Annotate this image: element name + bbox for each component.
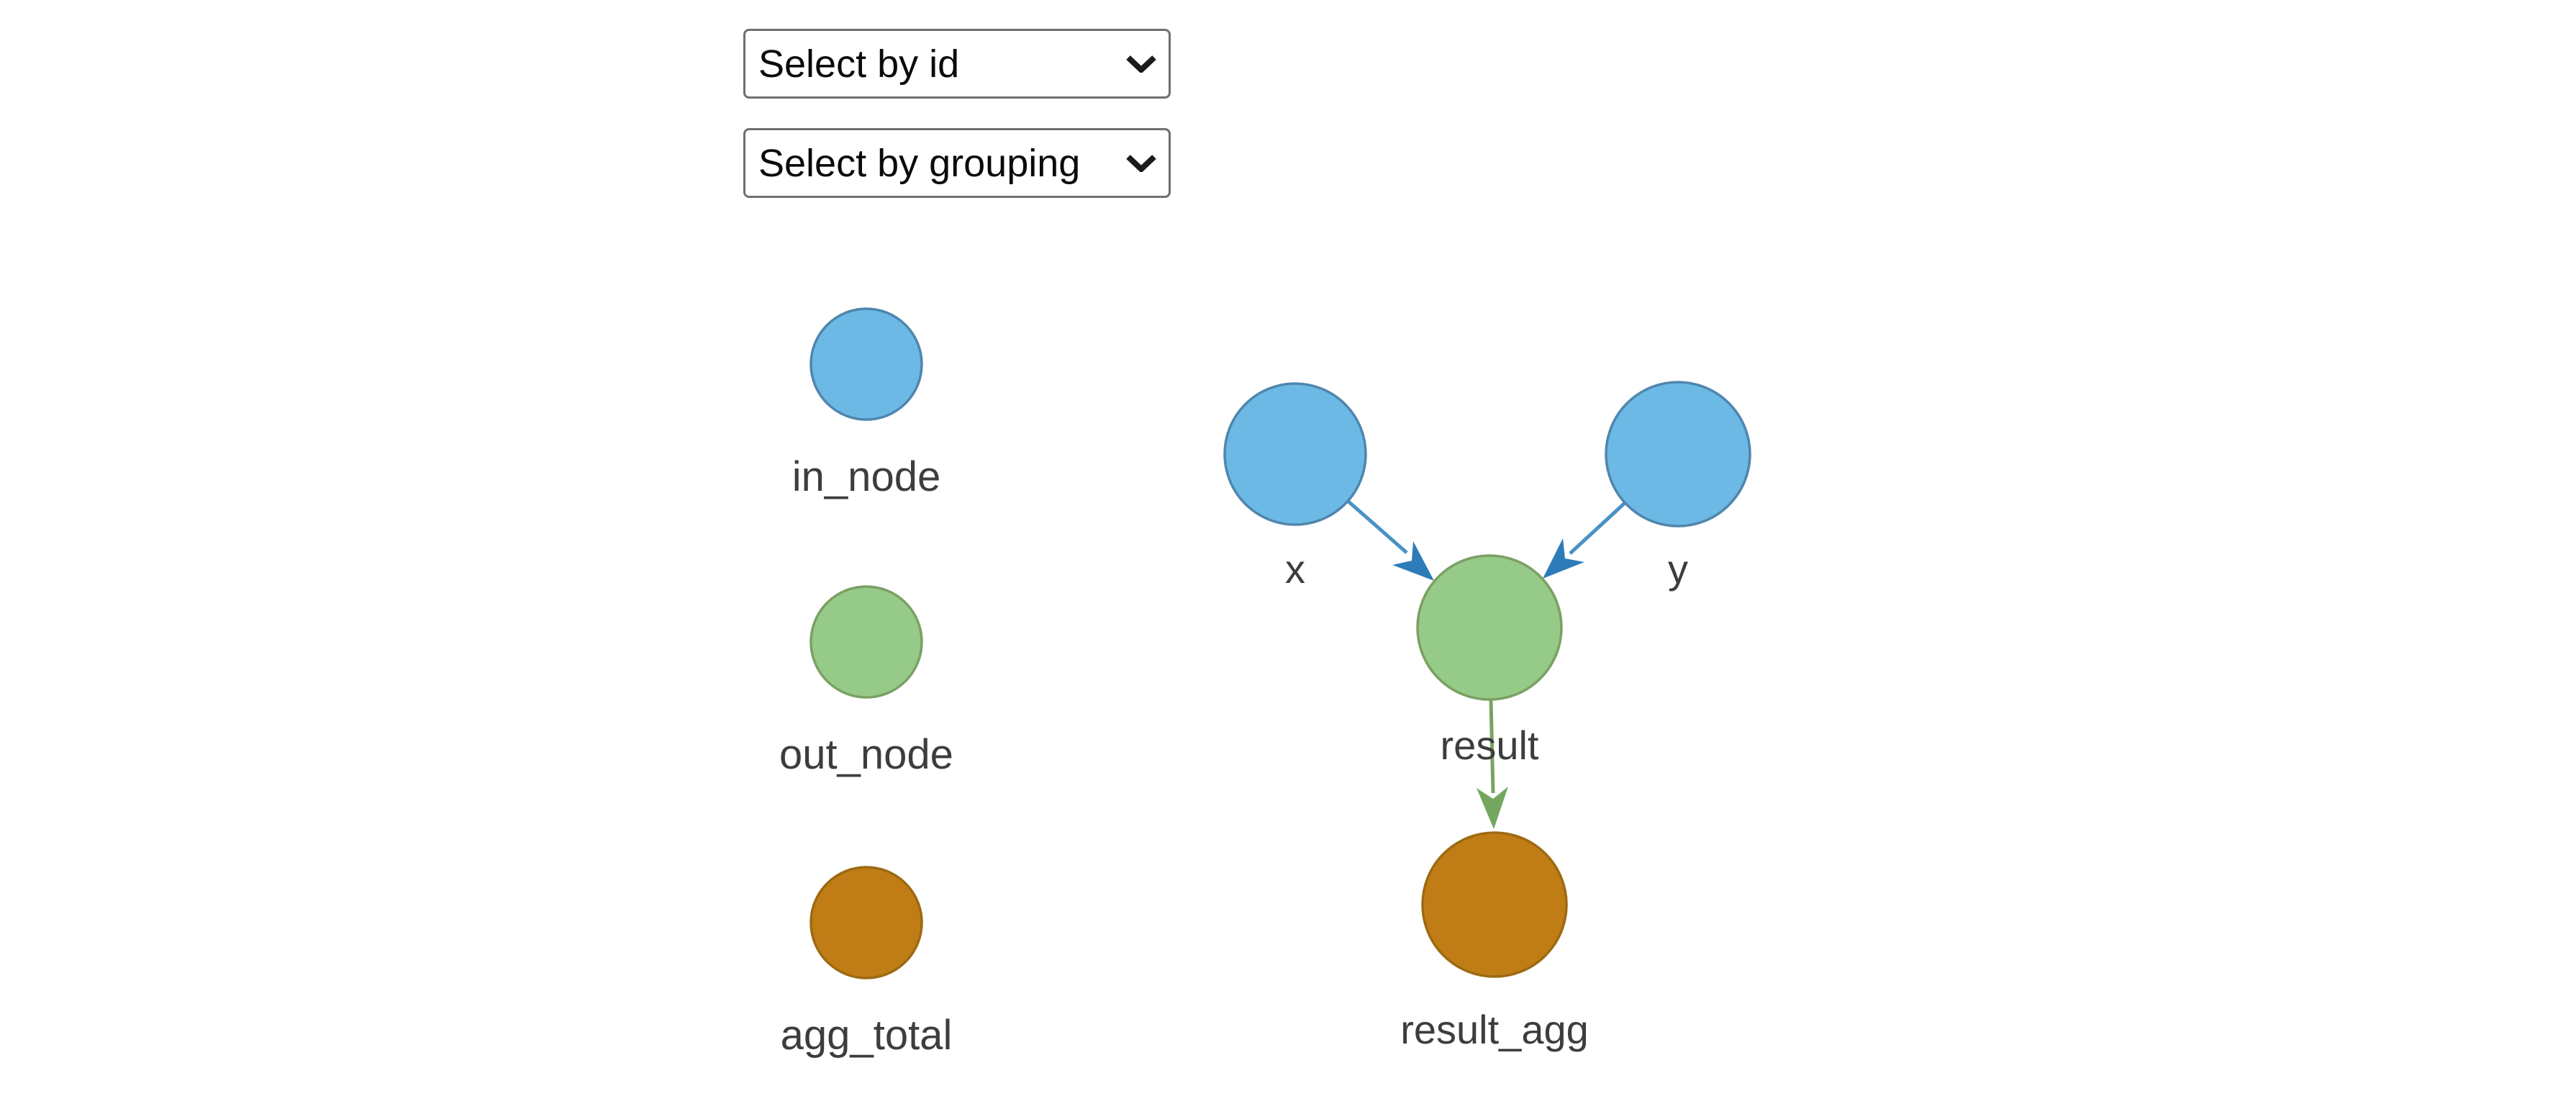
legend-label-out-node: out_node: [779, 731, 953, 778]
select-by-grouping[interactable]: Select by grouping: [743, 128, 1171, 198]
node-label-result-agg: result_agg: [1400, 1007, 1589, 1052]
legend-item-in-node: in_node: [722, 307, 1010, 502]
legend-item-out-node: out_node: [722, 584, 1010, 779]
edge-result-result-agg: [1489, 699, 1495, 794]
legend-label-agg-total: agg_total: [780, 1012, 953, 1059]
select-by-grouping-wrap: Select by grouping: [743, 128, 1171, 198]
arrowhead-x-result-icon: [1392, 541, 1434, 581]
node-label-result: result: [1441, 723, 1539, 768]
select-by-id-wrap: Select by id: [743, 29, 1171, 99]
arrowhead-result-result-agg-icon: [1477, 787, 1508, 829]
node-y[interactable]: [1605, 381, 1751, 528]
node-label-x: x: [1285, 546, 1305, 592]
in-node-circle-icon: [809, 307, 923, 421]
agg-total-circle-icon: [809, 866, 923, 979]
legend-label-in-node: in_node: [792, 453, 941, 500]
node-result[interactable]: [1416, 554, 1563, 701]
node-result-agg[interactable]: [1421, 831, 1568, 978]
arrowhead-y-result-icon: [1543, 538, 1584, 579]
select-by-id[interactable]: Select by id: [743, 29, 1171, 99]
edge-x-result: [1346, 499, 1408, 554]
node-label-y: y: [1668, 546, 1688, 592]
node-x[interactable]: [1223, 382, 1367, 526]
edge-y-result: [1569, 502, 1626, 555]
graph-canvas[interactable]: x y result result_agg: [1151, 345, 1943, 1108]
legend-item-agg-total: agg_total: [722, 865, 1010, 1060]
out-node-circle-icon: [809, 585, 923, 699]
